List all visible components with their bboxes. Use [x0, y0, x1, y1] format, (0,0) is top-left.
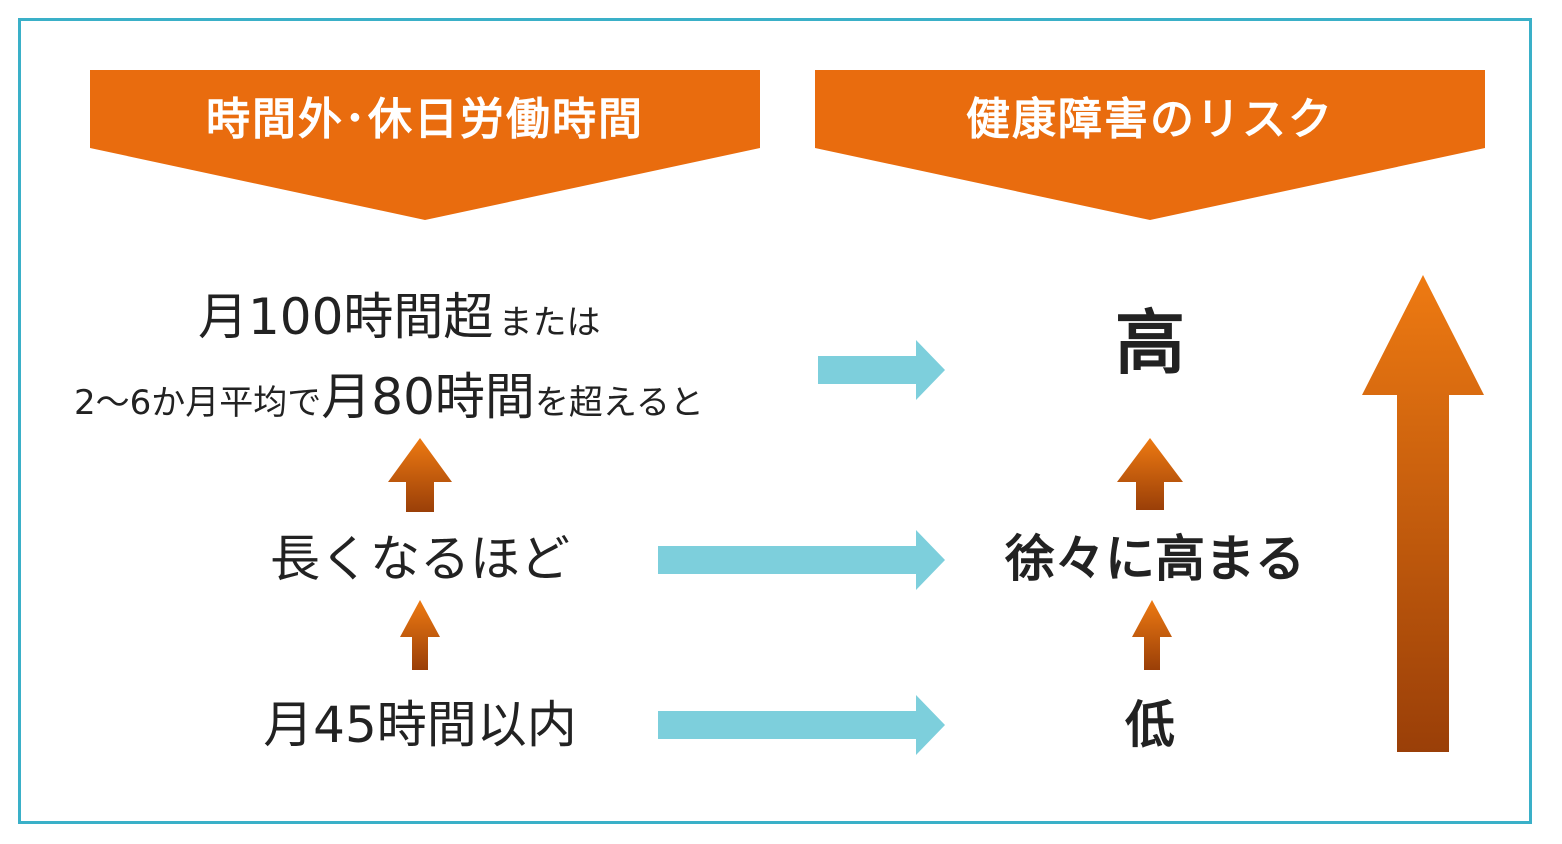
arrow-up-icon	[388, 438, 452, 512]
left-header-banner	[90, 70, 760, 220]
exceeds-suffix-label: を超えると	[534, 383, 704, 423]
risk-low-label: 低	[1125, 696, 1175, 754]
arrow-up-icon	[400, 600, 440, 670]
overtime-row-3-label: 月45時間以内	[263, 696, 577, 754]
average-prefix-label: 2～6か月平均で	[74, 383, 322, 423]
or-label: または	[498, 303, 601, 343]
overtime-100h-label: 月100時間超	[198, 288, 494, 346]
overtime-80h-label: 月80時間	[321, 368, 535, 426]
overtime-row-2-label: 長くなるほど	[270, 530, 570, 588]
diagram-frame	[18, 18, 1532, 824]
arrow-up-icon	[1132, 600, 1172, 670]
arrow-right-icon	[658, 695, 945, 755]
risk-rising-label: 徐々に高まる	[1005, 530, 1305, 588]
arrow-up-icon	[1117, 438, 1183, 510]
risk-increase-arrow-icon	[1362, 275, 1484, 752]
arrow-right-icon	[658, 530, 945, 590]
overtime-row-1-line-1: 月100時間超 または	[198, 292, 601, 342]
left-header-title: 時間外･休日労働時間	[206, 94, 644, 145]
right-header-title: 健康障害のリスク	[966, 94, 1334, 145]
arrow-right-icon	[818, 340, 945, 400]
right-header-banner	[815, 70, 1485, 220]
risk-high-label: 高	[1115, 302, 1185, 384]
overtime-row-1-line-2: 2～6か月平均で月80時間を超えると	[74, 372, 704, 422]
